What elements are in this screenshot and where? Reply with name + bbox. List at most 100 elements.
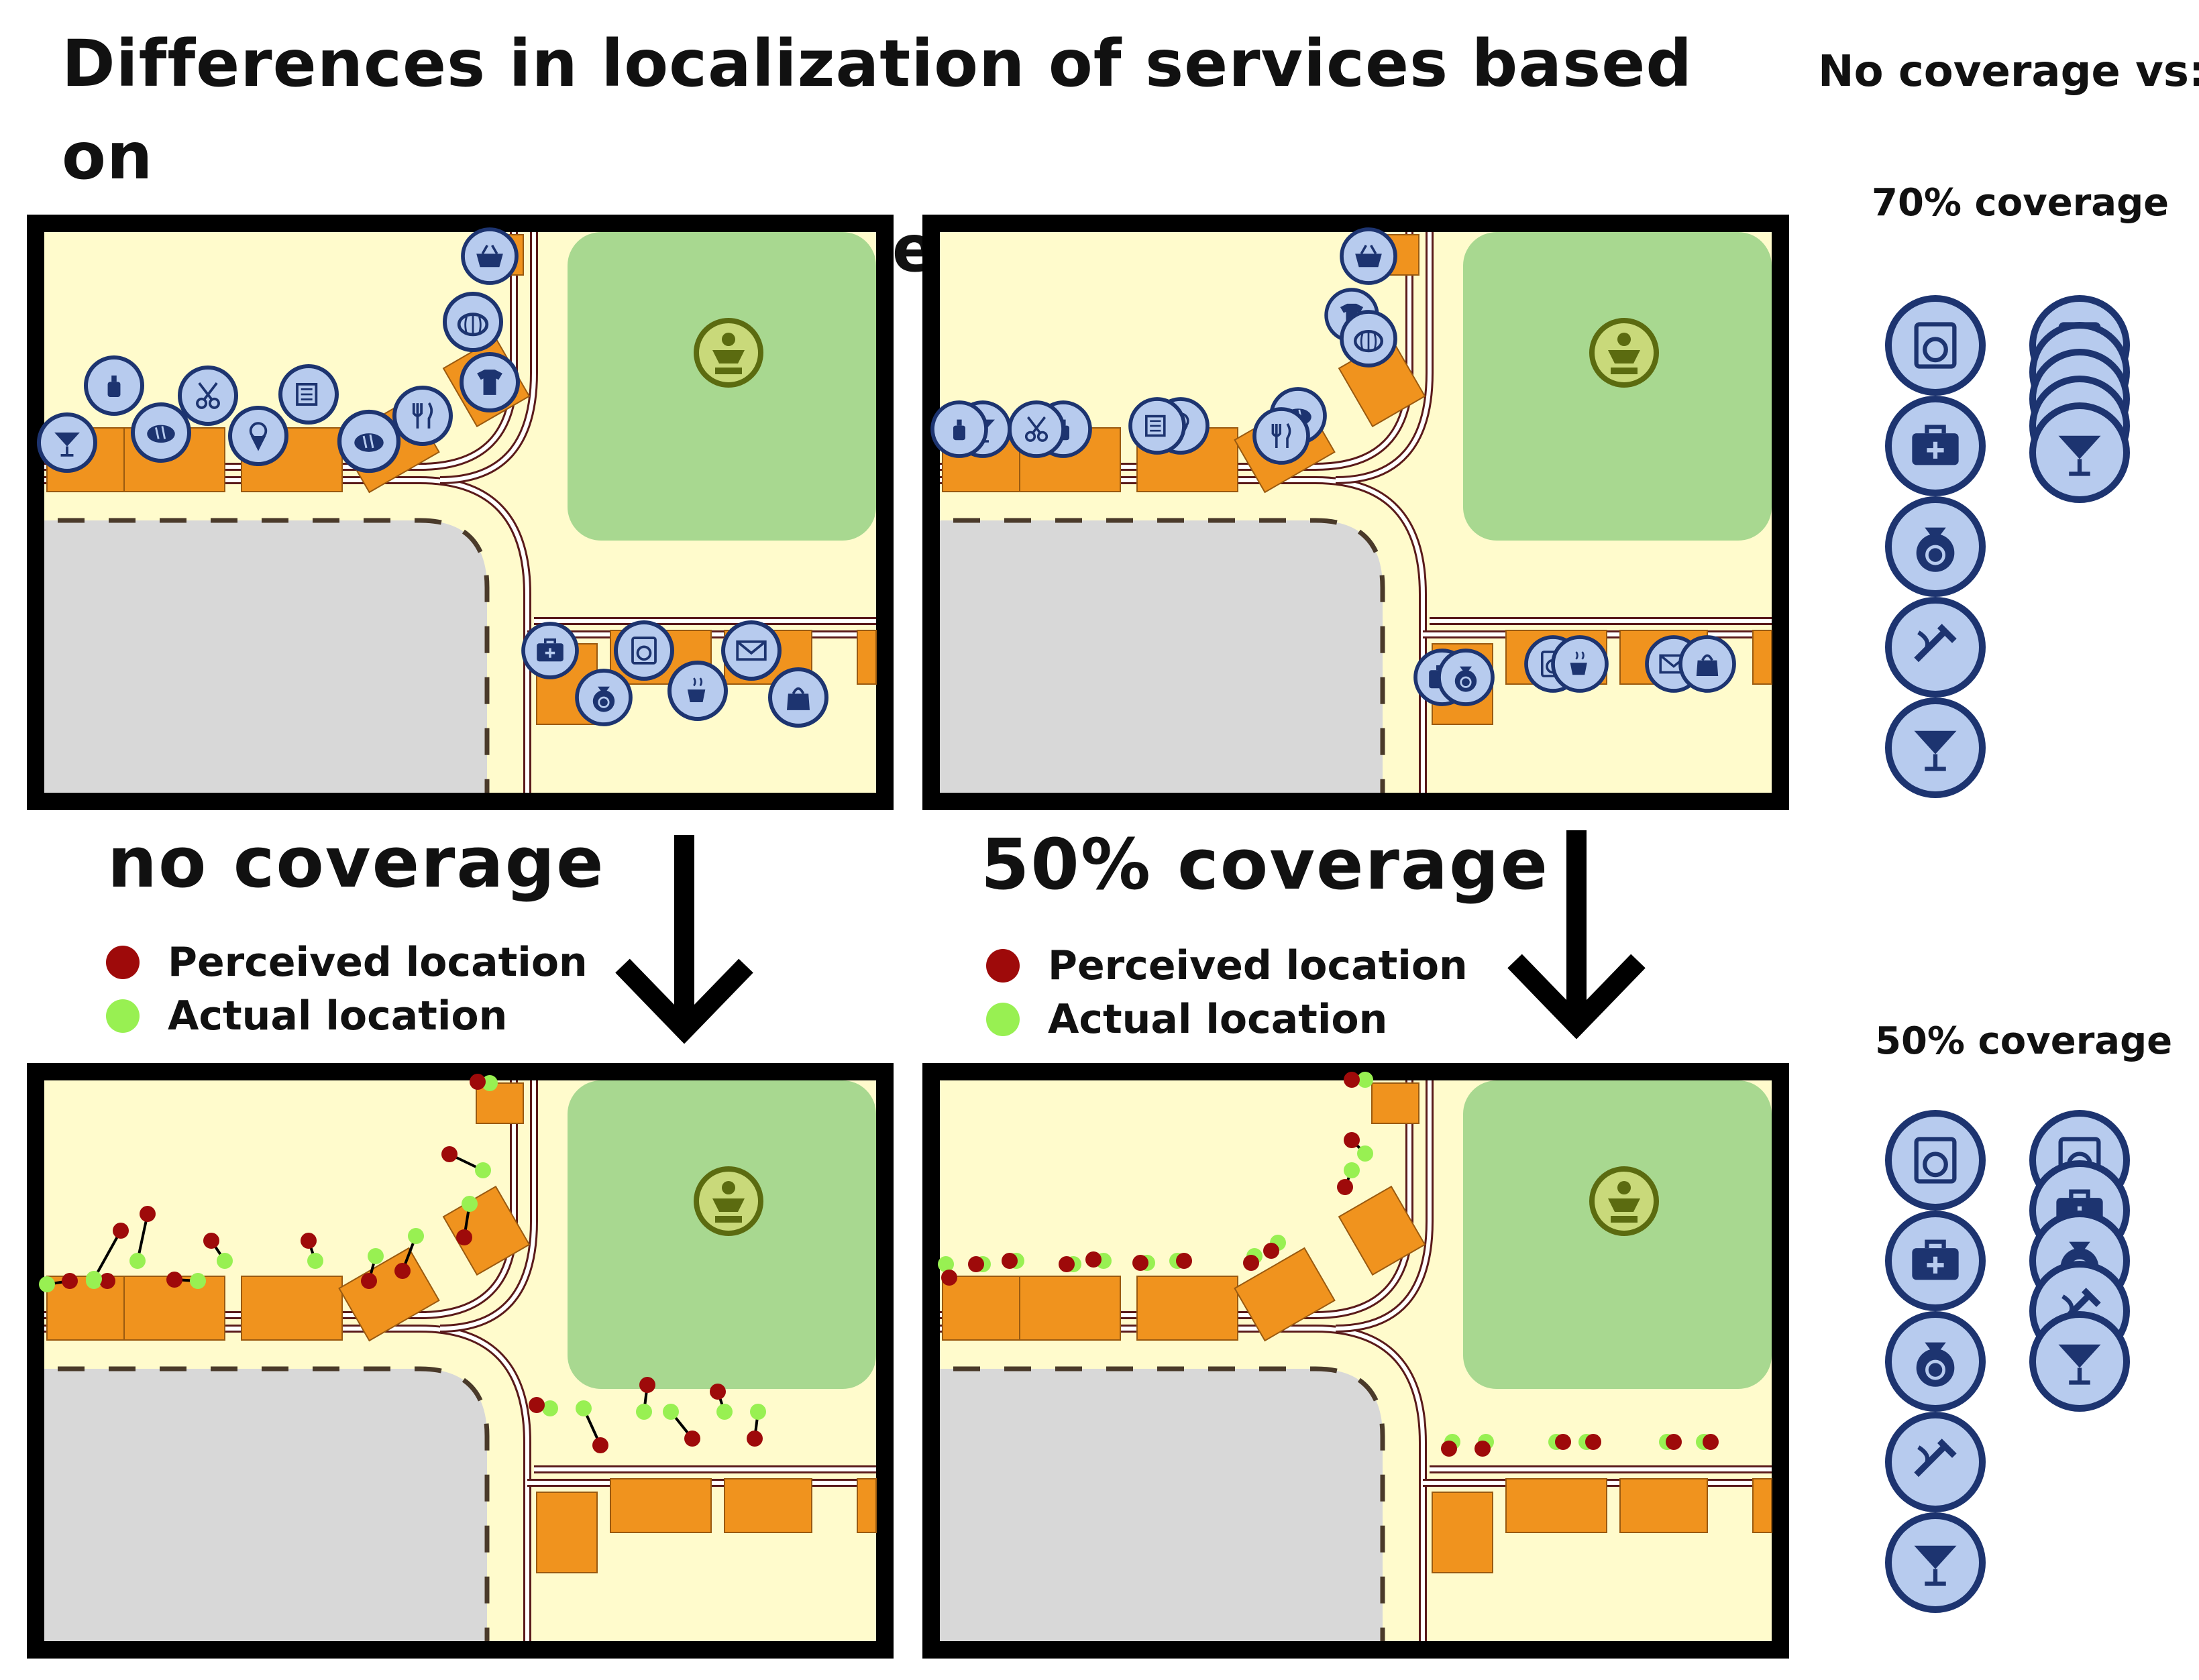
parking-dashed-border — [58, 518, 490, 793]
parking-lot — [940, 520, 1383, 793]
location-pair — [394, 1228, 424, 1279]
location-pair — [301, 1233, 323, 1269]
tshirt-icon — [460, 352, 520, 412]
perceived-location-dot — [301, 1233, 317, 1249]
down-arrow-right-icon — [1507, 830, 1646, 1040]
perfume-icon — [930, 400, 988, 458]
location-pair — [938, 1256, 957, 1286]
perceived-location-dot — [99, 1273, 115, 1289]
actual-location-dot — [1344, 1162, 1360, 1178]
perceived-location-dot — [941, 1270, 957, 1286]
location-pair — [1344, 1072, 1373, 1088]
tools-icon — [1885, 1412, 1986, 1512]
money-bag-icon — [1885, 496, 1986, 597]
shopping-bag-icon — [768, 667, 828, 728]
building-block — [1752, 630, 1772, 685]
pumpkin-icon — [1340, 310, 1397, 368]
perceived-location-dot — [1176, 1253, 1192, 1269]
location-pair — [663, 1404, 700, 1447]
medical-kit-icon — [1885, 1211, 1986, 1311]
side-icon-columns — [1885, 295, 2130, 1613]
actual-location-dot — [462, 1196, 478, 1212]
medical-kit-icon — [1885, 396, 1986, 496]
money-bag-icon — [1437, 649, 1495, 706]
actual-location-dot — [542, 1400, 558, 1416]
envelope-icon — [721, 620, 782, 681]
building-block — [1019, 1276, 1121, 1341]
location-pair — [1696, 1434, 1719, 1450]
down-arrow-left-icon — [615, 835, 753, 1044]
building-block — [857, 630, 877, 685]
actual-location-dot — [86, 1271, 102, 1287]
legend-perceived-row: Perceived location — [106, 936, 588, 989]
actual-location-dot — [1357, 1145, 1373, 1162]
money-bag-icon — [575, 669, 633, 726]
perceived-location-dot — [1703, 1434, 1719, 1450]
side-70-coverage-label: 70% coverage — [1872, 181, 2169, 225]
perceived-location-dot — [113, 1223, 129, 1239]
location-pair — [710, 1384, 733, 1420]
actual-location-dot — [663, 1404, 679, 1420]
scissors-icon — [1008, 400, 1065, 458]
perceived-location-dot — [456, 1229, 472, 1245]
perceived-location-dot — [361, 1273, 377, 1289]
perceived-location-dot — [592, 1437, 608, 1453]
legend-perceived-label: Perceived location — [168, 939, 588, 986]
washing-machine-icon — [614, 620, 674, 681]
actual-location-dot — [1357, 1072, 1373, 1088]
legend-perceived-label: Perceived location — [1048, 942, 1468, 989]
parking-dashed-border — [953, 518, 1385, 793]
newspaper-icon — [278, 364, 339, 425]
side-50-coverage-label: 50% coverage — [1875, 1019, 2173, 1063]
location-pair — [1059, 1256, 1081, 1272]
actual-location-dot — [482, 1075, 498, 1091]
park-statue-icon — [694, 318, 763, 388]
parking-dashed-border — [953, 1366, 1385, 1641]
location-pair — [1243, 1248, 1263, 1271]
perceived-location-dot — [1555, 1434, 1571, 1450]
actual-location-dot — [475, 1162, 491, 1178]
fork-knife-icon — [392, 386, 453, 446]
cocktail-icon — [1885, 697, 1986, 798]
perceived-location-dot — [1585, 1434, 1601, 1450]
location-pair — [1263, 1235, 1286, 1259]
location-pair — [1132, 1255, 1155, 1271]
fork-knife-icon — [1252, 407, 1310, 465]
perceived-location-dot — [470, 1074, 486, 1090]
actual-location-dot — [408, 1228, 424, 1244]
perceived-dot-icon — [106, 946, 140, 979]
actual-location-dot — [750, 1404, 766, 1420]
location-pair — [39, 1273, 78, 1292]
map-panel-fifty-coverage-icons — [922, 215, 1789, 810]
building-block — [476, 1082, 524, 1124]
no-coverage-label: no coverage — [107, 822, 605, 903]
legend-actual-label: Actual location — [1048, 996, 1388, 1043]
actual-dot-icon — [986, 1003, 1020, 1036]
actual-location-dot — [576, 1400, 592, 1416]
building-block — [610, 1478, 712, 1533]
parking-lot — [44, 1369, 487, 1641]
legend-actual-label: Actual location — [168, 993, 508, 1040]
location-pair — [747, 1404, 766, 1447]
tools-icon — [1885, 597, 1986, 697]
cocktail-icon — [1885, 1512, 1986, 1613]
actual-location-dot — [636, 1404, 652, 1420]
actual-location-dot — [217, 1253, 233, 1269]
park-statue-icon — [1589, 1166, 1659, 1236]
location-pair — [1344, 1132, 1373, 1162]
location-pair — [968, 1256, 991, 1272]
perceived-location-dot — [140, 1206, 156, 1222]
shopping-basket-icon — [461, 227, 519, 285]
location-pair — [470, 1074, 498, 1091]
location-pair — [86, 1223, 129, 1287]
building-block — [1234, 1247, 1336, 1342]
medical-kit-icon — [521, 622, 579, 679]
location-pair — [1169, 1253, 1192, 1269]
perceived-location-dot — [968, 1256, 984, 1272]
cocktail-icon — [2029, 1311, 2130, 1412]
perceived-location-dot — [1243, 1255, 1259, 1271]
shopping-bag-icon — [1678, 635, 1736, 693]
location-pair — [166, 1272, 206, 1289]
actual-location-dot — [307, 1253, 323, 1269]
perceived-location-dot — [1059, 1256, 1075, 1272]
